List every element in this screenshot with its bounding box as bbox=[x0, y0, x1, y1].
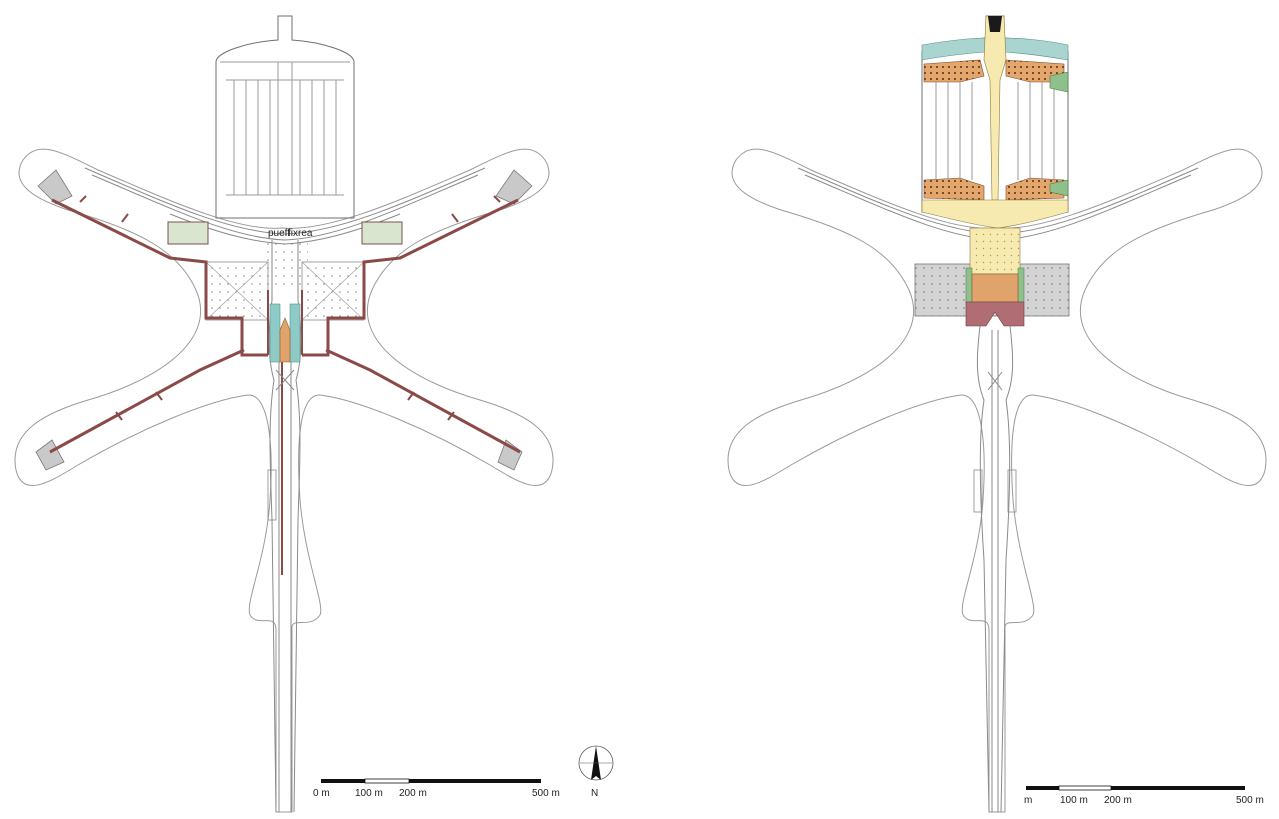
right-station-green-west bbox=[965, 267, 973, 303]
north-arrow: N bbox=[578, 745, 614, 799]
left-scale-label-200: 200 m bbox=[399, 788, 427, 799]
right-scale-bar: m 100 m 200 m 500 m bbox=[1024, 785, 1264, 806]
right-station-orange bbox=[971, 273, 1019, 303]
left-station-teal-east bbox=[289, 303, 301, 363]
right-station-yellow bbox=[969, 227, 1021, 275]
right-station-plum bbox=[965, 301, 1025, 327]
right-building-green-east-1 bbox=[1049, 71, 1069, 93]
right-building-green-east-2 bbox=[1049, 179, 1069, 197]
right-building-orange-upper bbox=[923, 59, 1065, 83]
left-plan: pueff fixrea 0 m 100 m 200 m 500 m N bbox=[14, 15, 614, 813]
right-scale-label-500: 500 m bbox=[1236, 795, 1264, 806]
right-building-teal-band-east bbox=[1003, 37, 1069, 61]
right-plan: m 100 m 200 m 500 m bbox=[727, 15, 1267, 813]
left-scale-label-500: 500 m bbox=[532, 788, 560, 799]
right-upper-building bbox=[921, 15, 1069, 229]
right-station-green-east bbox=[1017, 267, 1025, 303]
left-station-west bbox=[167, 221, 209, 245]
right-building-yellow-base bbox=[921, 199, 1069, 229]
left-scale-label-0: 0 m bbox=[313, 788, 330, 799]
left-pad-nw bbox=[37, 169, 73, 205]
right-building-teal-band bbox=[921, 37, 987, 61]
left-station-east bbox=[361, 221, 403, 245]
left-plaza-center bbox=[262, 240, 308, 290]
right-building-orange-lower bbox=[923, 177, 1065, 201]
right-scale-label-100: 100 m bbox=[1060, 795, 1088, 806]
right-station-block bbox=[965, 227, 1025, 327]
left-scale-label-100: 100 m bbox=[355, 788, 383, 799]
left-upper-building bbox=[215, 15, 355, 219]
right-building-spine-yellow bbox=[983, 15, 1007, 201]
left-road-label-east: fixrea bbox=[288, 228, 313, 239]
left-pad-ne bbox=[495, 169, 533, 205]
north-arrow-label: N bbox=[591, 788, 598, 799]
left-pad-sw bbox=[35, 439, 65, 471]
right-central-spine bbox=[973, 325, 1017, 813]
left-road-label-west: pueff bbox=[268, 228, 290, 239]
right-scale-label-0: m bbox=[1024, 795, 1032, 806]
left-pad-se bbox=[497, 439, 523, 471]
left-station-teal-west bbox=[269, 303, 281, 363]
left-corridor-network bbox=[49, 195, 521, 575]
right-scale-label-200: 200 m bbox=[1104, 795, 1132, 806]
left-road-arc-outer bbox=[84, 167, 486, 235]
left-scale-bar: 0 m 100 m 200 m 500 m bbox=[313, 778, 560, 799]
left-station-orange bbox=[279, 317, 291, 363]
